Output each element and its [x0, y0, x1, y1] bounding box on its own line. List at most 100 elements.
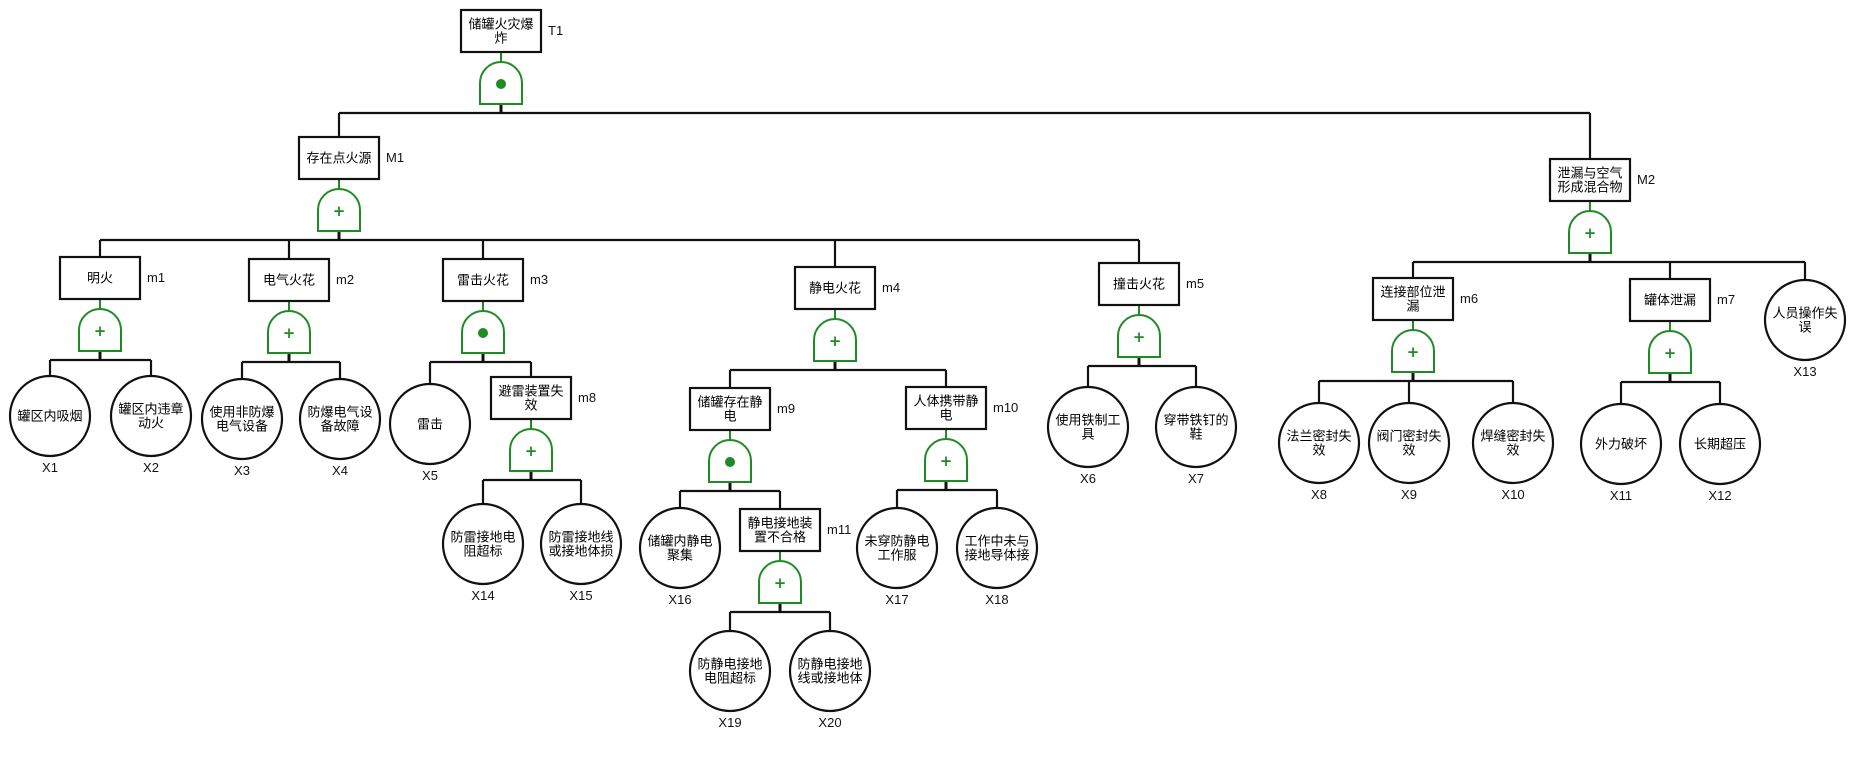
- event-description: 焊缝密封失: [1480, 429, 1545, 445]
- event-box: [1371, 276, 1455, 322]
- event-id-label: X2: [143, 460, 159, 475]
- basic-event-circle: [1154, 385, 1238, 469]
- basic-event-circle: [955, 506, 1039, 590]
- event-description: 人体携带静: [913, 394, 978, 410]
- event-box: [688, 386, 772, 432]
- basic-event-circle: [855, 506, 939, 590]
- or-symbol: +: [283, 324, 296, 342]
- or-gate-icon: +: [267, 310, 311, 354]
- event-box: [459, 8, 543, 54]
- or-symbol: +: [94, 322, 107, 340]
- or-gate-icon: +: [509, 428, 553, 472]
- event-id-label: X4: [332, 463, 348, 478]
- intermediate-event-m7[interactable]: 罐体泄漏 m7: [1628, 277, 1735, 323]
- basic-event-circle: [1471, 401, 1555, 485]
- or-gate-icon: +: [78, 308, 122, 352]
- event-box: [247, 257, 331, 303]
- event-box: [297, 135, 381, 181]
- and-gate-icon: [479, 61, 523, 105]
- event-id-label: m7: [1717, 292, 1735, 307]
- event-description: 避雷装置失: [498, 385, 563, 400]
- event-description: 防雷接地线: [548, 530, 613, 546]
- event-id-label: X5: [422, 468, 438, 483]
- event-id-label: X7: [1188, 471, 1204, 486]
- or-gate-icon: +: [813, 318, 857, 362]
- basic-event-circle: [1277, 401, 1361, 485]
- or-symbol: +: [1407, 343, 1420, 361]
- event-id-label: X10: [1501, 487, 1524, 502]
- event-id-label: M2: [1637, 172, 1655, 187]
- and-gate-icon: [708, 439, 752, 483]
- basic-event-circle: [1367, 401, 1451, 485]
- event-description: 罐体泄漏: [1644, 293, 1696, 309]
- event-description: 明火: [87, 272, 113, 287]
- event-description: 静电接地装: [747, 516, 812, 532]
- event-id-label: X1: [42, 460, 58, 475]
- event-id-label: X18: [985, 592, 1008, 607]
- event-description: 储罐内静电: [647, 534, 712, 550]
- or-symbol: +: [829, 332, 842, 350]
- event-id-label: X14: [471, 588, 494, 603]
- basic-event-circle: [441, 502, 525, 586]
- event-description: 电气火花: [263, 273, 315, 289]
- event-id-label: X16: [668, 592, 691, 607]
- event-id-label: m10: [993, 400, 1018, 415]
- event-description: 工作中未与: [964, 535, 1029, 550]
- event-description: 效: [1402, 444, 1415, 459]
- basic-event-circle: [8, 374, 92, 458]
- event-id-label: X3: [234, 463, 250, 478]
- event-description: 撞击火花: [1113, 277, 1165, 293]
- event-id-label: X11: [1610, 488, 1632, 503]
- event-description: 阀门密封失: [1376, 429, 1441, 445]
- event-description: 阻超标: [463, 545, 502, 560]
- event-id-label: X17: [885, 592, 908, 607]
- event-description: 防静电接地: [797, 657, 862, 673]
- event-description: 储罐火灾爆: [468, 17, 533, 33]
- and-symbol: [725, 457, 735, 467]
- event-description: 或接地体损: [548, 544, 613, 560]
- event-id-label: X15: [569, 588, 592, 603]
- event-id-label: X8: [1311, 487, 1327, 502]
- event-description: 连接部位泄: [1380, 285, 1445, 301]
- event-id-label: m1: [147, 270, 165, 285]
- or-symbol: +: [1133, 328, 1146, 346]
- intermediate-event-m1[interactable]: 明火 m1: [58, 255, 165, 301]
- event-id-label: m4: [882, 280, 900, 295]
- event-id-label: X19: [718, 715, 741, 730]
- basic-event-circle: [1763, 278, 1847, 362]
- basic-event-circle: [688, 629, 772, 713]
